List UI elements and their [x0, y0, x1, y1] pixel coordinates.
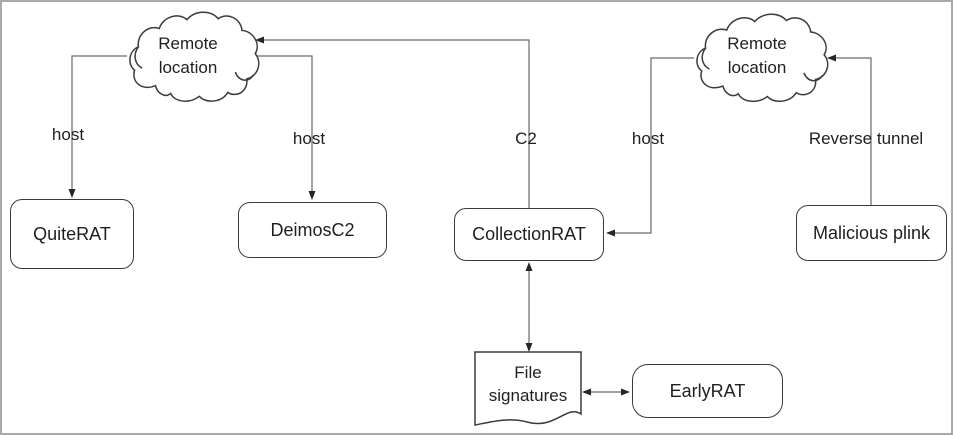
node-deimosc2-label: DeimosC2 [270, 219, 355, 240]
arrowhead-down-filesignatures-top [525, 343, 533, 352]
arrowhead-down-quiterat [68, 189, 76, 198]
cloud-right-line1: Remote [727, 34, 787, 53]
arrowhead-right-earlyrat-left [621, 388, 630, 396]
connector-cloudleft-to-deimosc2 [253, 55, 313, 193]
connector-collectionrat-to-cloudleft [264, 39, 530, 208]
arrowhead-down-deimosc2 [308, 191, 316, 200]
edge-label-host-collectionrat: host [631, 129, 665, 148]
arrowheads [68, 36, 836, 396]
node-earlyrat-label: EarlyRAT [669, 380, 746, 401]
node-collectionrat-label: CollectionRAT [472, 224, 586, 244]
cloud-left-line2: location [158, 58, 218, 77]
arrowhead-left-cloudright [827, 54, 836, 62]
cloud-left-line1: Remote [158, 34, 218, 53]
node-quiterat: QuiteRAT [10, 199, 134, 269]
node-malicious-plink: Malicious plink [796, 205, 947, 261]
node-file-signatures-label: File signatures [475, 358, 581, 410]
node-collectionrat: CollectionRAT [454, 208, 604, 261]
arrowhead-left-filesignatures-right [582, 388, 591, 396]
arrowhead-left-cloudleft [255, 36, 264, 44]
edge-label-host-deimosc2: host [292, 129, 326, 148]
file-signatures-line2: signatures [488, 386, 568, 405]
node-deimosc2: DeimosC2 [238, 202, 387, 258]
cloud-label-remote-location-left: Remote location [124, 28, 252, 84]
edge-label-c2: C2 [515, 129, 537, 148]
cloud-right-line2: location [727, 58, 787, 77]
edge-label-reverse-tunnel: Reverse tunnel [808, 129, 924, 148]
arrowhead-left-collectionrat [606, 229, 615, 237]
arrowhead-up-collectionrat-bottom [525, 262, 533, 271]
node-malicious-plink-label: Malicious plink [812, 222, 931, 243]
edge-label-host-quiterat: host [51, 125, 85, 144]
cloud-label-remote-location-right: Remote location [692, 28, 822, 84]
node-quiterat-label: QuiteRAT [33, 223, 111, 244]
node-earlyrat: EarlyRAT [632, 364, 783, 418]
file-signatures-line1: File [514, 363, 542, 382]
